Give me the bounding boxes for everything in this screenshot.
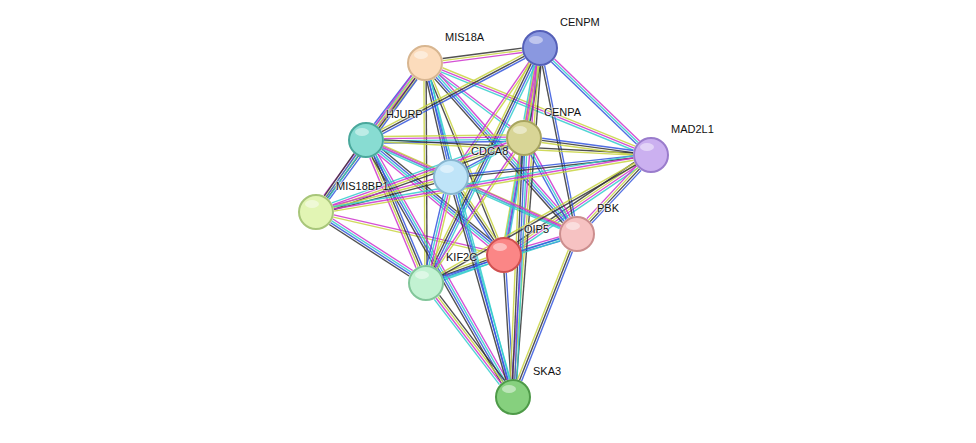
interaction-edge: [469, 156, 633, 176]
evidence-line: [334, 160, 634, 211]
interaction-edge: [542, 138, 634, 155]
evidence-line: [587, 166, 636, 219]
node-highlight: [414, 51, 428, 59]
evidence-line: [434, 299, 499, 384]
evidence-line: [518, 250, 569, 379]
evidence-line: [468, 183, 561, 225]
evidence-line: [331, 223, 411, 274]
node-highlight: [493, 243, 507, 251]
interaction-edge: [551, 59, 639, 144]
interaction-edge: [384, 135, 506, 143]
protein-node: PBK: [559, 216, 595, 252]
evidence-line: [431, 195, 448, 266]
protein-label: OIP5: [524, 223, 549, 235]
evidence-line: [443, 50, 522, 60]
node-highlight: [502, 385, 516, 393]
evidence-line: [458, 194, 510, 379]
evidence-line: [427, 81, 445, 160]
interaction-edge: [324, 76, 417, 200]
protein-node: MAD2L1: [633, 137, 669, 173]
evidence-line: [324, 76, 412, 196]
protein-label: HJURP: [386, 108, 423, 120]
protein-label: CENPA: [544, 106, 581, 118]
node-highlight: [529, 36, 543, 44]
evidence-line: [441, 163, 635, 273]
evidence-line: [332, 221, 412, 272]
protein-node: KIF2C: [408, 265, 444, 301]
evidence-line: [429, 194, 446, 265]
evidence-line: [512, 66, 536, 379]
protein-label: SKA3: [533, 365, 561, 377]
evidence-line: [542, 140, 633, 152]
protein-node: OIP5: [486, 237, 522, 273]
evidence-line: [431, 63, 529, 266]
evidence-line: [382, 56, 524, 131]
node-highlight: [305, 200, 319, 208]
interaction-edge: [531, 153, 570, 220]
node-highlight: [640, 143, 654, 151]
evidence-line: [466, 146, 507, 168]
evidence-line: [551, 62, 636, 144]
evidence-line: [443, 48, 522, 58]
evidence-line: [427, 194, 444, 265]
protein-node: SKA3: [495, 379, 531, 415]
evidence-line: [592, 170, 641, 223]
evidence-line: [333, 219, 413, 270]
protein-node: CDCA8: [433, 159, 469, 195]
evidence-line: [522, 252, 573, 381]
protein-node: MIS18BP1: [298, 194, 334, 230]
evidence-line: [554, 59, 639, 141]
protein-label: PBK: [597, 202, 619, 214]
evidence-line: [384, 137, 506, 139]
node-highlight: [566, 222, 580, 230]
protein-label: CENPM: [560, 16, 600, 28]
interaction-edge: [518, 250, 573, 381]
protein-label: MIS18BP1: [336, 180, 389, 192]
protein-label: KIF2C: [446, 251, 477, 263]
evidence-line: [542, 143, 633, 155]
evidence-line: [535, 153, 571, 217]
interaction-edge: [333, 156, 633, 211]
evidence-line: [329, 225, 409, 276]
protein-node: CENPA: [506, 120, 542, 156]
interaction-edge: [454, 194, 510, 381]
evidence-line: [438, 297, 503, 382]
protein-node: CENPM: [522, 30, 558, 66]
evidence-line: [384, 135, 506, 137]
evidence-line: [440, 295, 505, 380]
protein-label: CDCA8: [471, 145, 508, 157]
evidence-line: [553, 60, 638, 142]
node-highlight: [415, 271, 429, 279]
evidence-line: [442, 165, 636, 275]
interaction-edge: [434, 295, 504, 384]
interaction-edge: [329, 219, 412, 276]
evidence-line: [520, 251, 571, 380]
node-highlight: [513, 126, 527, 134]
protein-node: HJURP: [348, 122, 384, 158]
protein-label: MIS18A: [445, 31, 484, 43]
evidence-line: [467, 185, 560, 227]
evidence-line: [334, 158, 634, 209]
evidence-line: [383, 58, 525, 133]
evidence-line: [378, 154, 507, 380]
evidence-line: [333, 156, 633, 207]
node-highlight: [355, 128, 369, 136]
interaction-edge: [429, 80, 510, 380]
evidence-line: [469, 158, 633, 176]
interaction-edge: [441, 163, 636, 275]
evidence-line: [328, 156, 357, 198]
interaction-edge: [467, 183, 561, 227]
node-highlight: [440, 165, 454, 173]
protein-node: MIS18A: [407, 45, 443, 81]
evidence-line: [436, 298, 501, 383]
protein-label: MAD2L1: [671, 123, 714, 135]
